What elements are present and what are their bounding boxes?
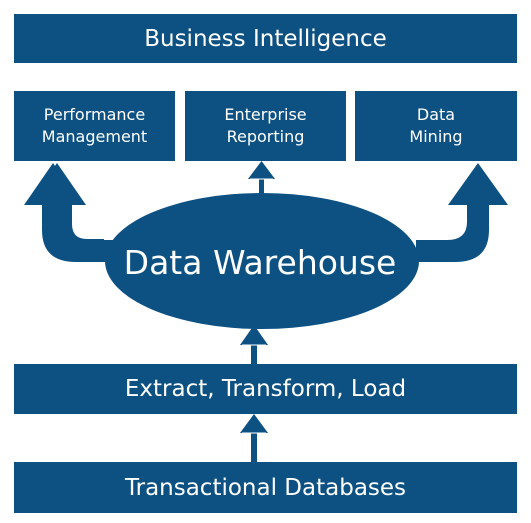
performance-management-line-1: Performance	[43, 105, 146, 124]
transactional-databases-bar: Transactional Databases	[14, 462, 517, 513]
arrow-shaft-left	[42, 205, 115, 262]
data-mining-line-2: Mining	[409, 127, 463, 146]
transactional-databases-label: Transactional Databases	[124, 474, 407, 501]
arrow-to-enterprise-reporting	[248, 161, 275, 194]
arrow-head-left	[24, 163, 82, 205]
etl-label: Extract, Transform, Load	[124, 376, 407, 402]
data-warehouse-ellipse	[105, 193, 419, 329]
arrow-db-to-etl	[240, 414, 268, 462]
data-mining-line-1: Data	[416, 105, 456, 124]
business-intelligence-label: Business Intelligence	[144, 25, 387, 52]
performance-management-box: Performance Management	[14, 91, 175, 161]
etl-bar: Extract, Transform, Load	[14, 364, 517, 414]
arrow-head-right	[448, 163, 508, 205]
business-intelligence-bar: Business Intelligence	[14, 14, 517, 63]
enterprise-reporting-line-1: Enterprise	[224, 105, 307, 124]
performance-management-line-2: Management	[41, 127, 148, 146]
data-mining-box: Data Mining	[355, 91, 517, 161]
enterprise-reporting-line-2: Reporting	[226, 127, 305, 146]
enterprise-reporting-box: Enterprise Reporting	[185, 91, 346, 161]
arrow-shaft-right	[416, 205, 489, 262]
data-warehouse-label: Data Warehouse	[123, 242, 397, 282]
arrow-etl-to-warehouse	[240, 325, 268, 364]
